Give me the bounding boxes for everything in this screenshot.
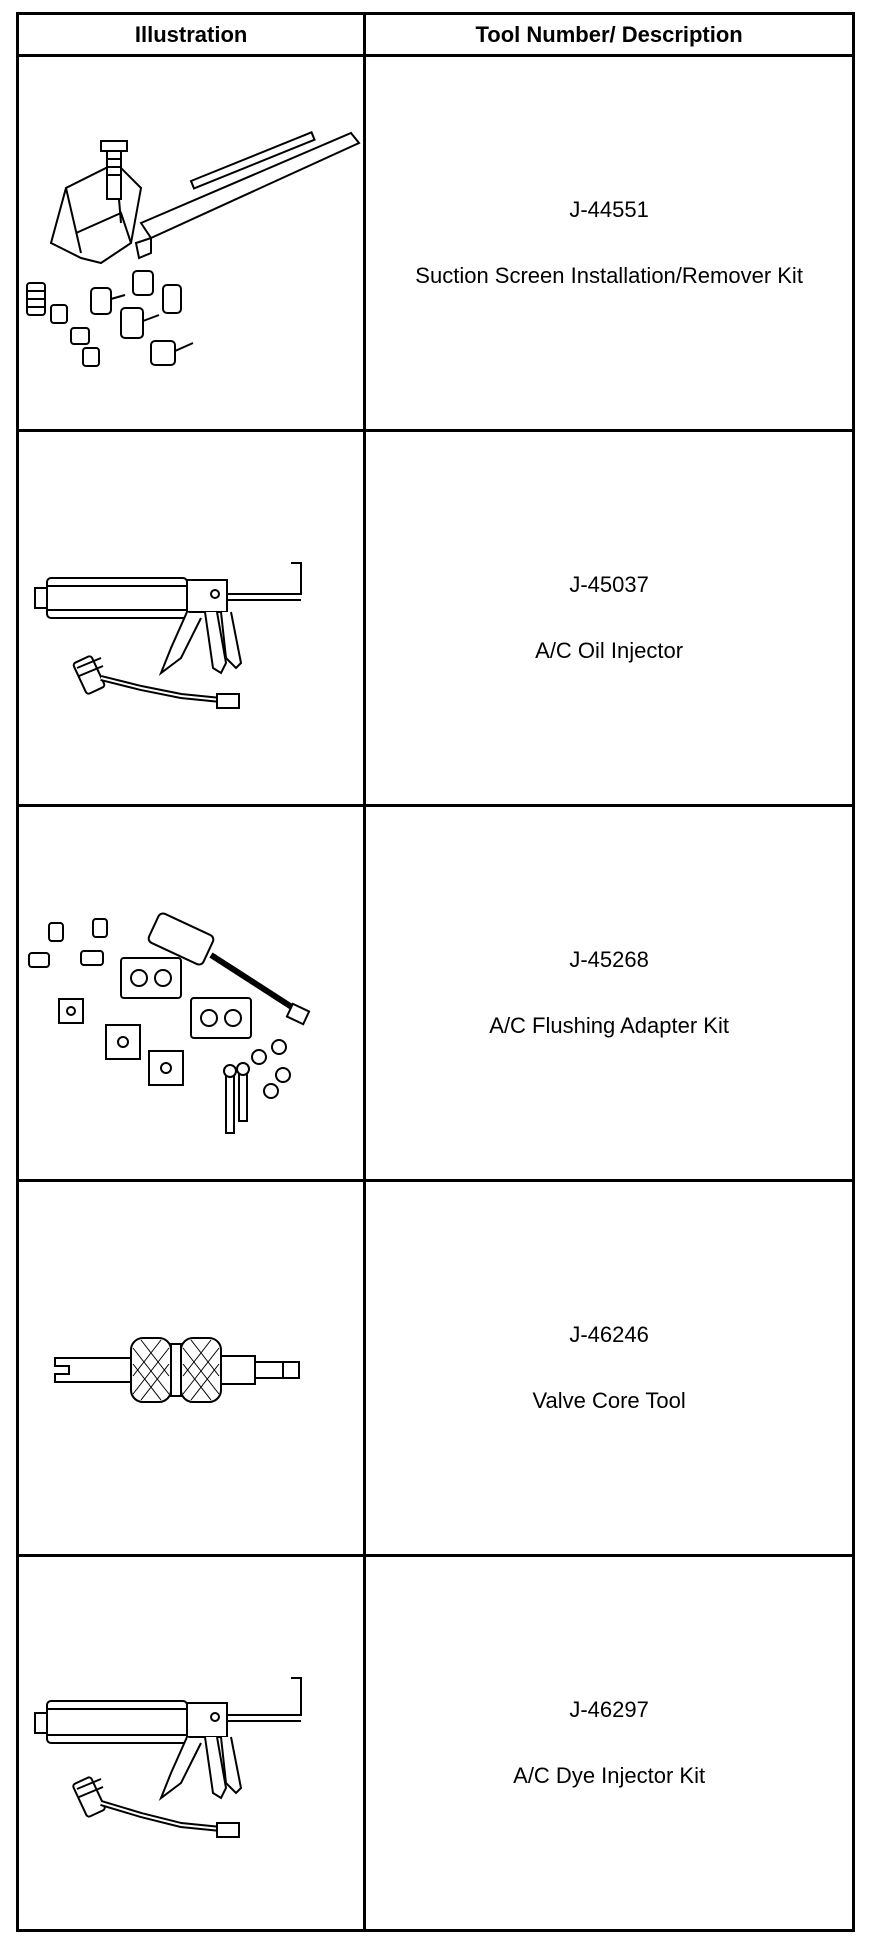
table-row: J-44551 Suction Screen Installation/Remo… bbox=[15, 54, 855, 432]
description-cell: J-44551 Suction Screen Installation/Remo… bbox=[363, 54, 855, 432]
tool-description: Suction Screen Installation/Remover Kit bbox=[415, 263, 803, 288]
tool-description: A/C Oil Injector bbox=[535, 638, 684, 663]
table-row: J-45037 A/C Oil Injector bbox=[15, 429, 855, 807]
suction-screen-kit-icon bbox=[26, 130, 361, 367]
tool-number: J-46297 bbox=[569, 1697, 649, 1722]
description-cell: J-46297 A/C Dye Injector Kit bbox=[363, 1554, 855, 1932]
table-row: J-46246 Valve Core Tool bbox=[15, 1179, 855, 1557]
tool-description: A/C Flushing Adapter Kit bbox=[489, 1013, 729, 1038]
dye-injector-kit-icon bbox=[34, 1677, 303, 1838]
tool-number: J-45268 bbox=[569, 947, 649, 972]
tool-table: Illustration Tool Number/ Description bbox=[15, 12, 855, 1932]
description-cell: J-45268 A/C Flushing Adapter Kit bbox=[363, 804, 855, 1182]
table-header-row: Illustration Tool Number/ Description bbox=[15, 12, 855, 57]
tool-description: Valve Core Tool bbox=[532, 1388, 686, 1413]
flushing-adapter-kit-icon bbox=[28, 912, 311, 1134]
illustration-cell bbox=[15, 1554, 367, 1932]
illustration-cell bbox=[15, 54, 367, 432]
description-cell: J-46246 Valve Core Tool bbox=[363, 1179, 855, 1557]
illustration-cell bbox=[15, 804, 367, 1182]
illustration-cell bbox=[15, 1179, 367, 1557]
illustration-header: Illustration bbox=[15, 12, 367, 57]
tool-number: J-46246 bbox=[569, 1322, 649, 1347]
tool-description: A/C Dye Injector Kit bbox=[513, 1763, 706, 1788]
tool-number: J-44551 bbox=[569, 197, 649, 222]
table-row: J-46297 A/C Dye Injector Kit bbox=[15, 1554, 855, 1932]
oil-injector-icon bbox=[34, 562, 303, 709]
tool-description-header: Tool Number/ Description bbox=[363, 12, 855, 57]
table-row: J-45268 A/C Flushing Adapter Kit bbox=[15, 804, 855, 1182]
tool-number: J-45037 bbox=[569, 572, 649, 597]
illustration-cell bbox=[15, 429, 367, 807]
description-cell: J-45037 A/C Oil Injector bbox=[363, 429, 855, 807]
valve-core-tool-icon bbox=[54, 1337, 301, 1403]
